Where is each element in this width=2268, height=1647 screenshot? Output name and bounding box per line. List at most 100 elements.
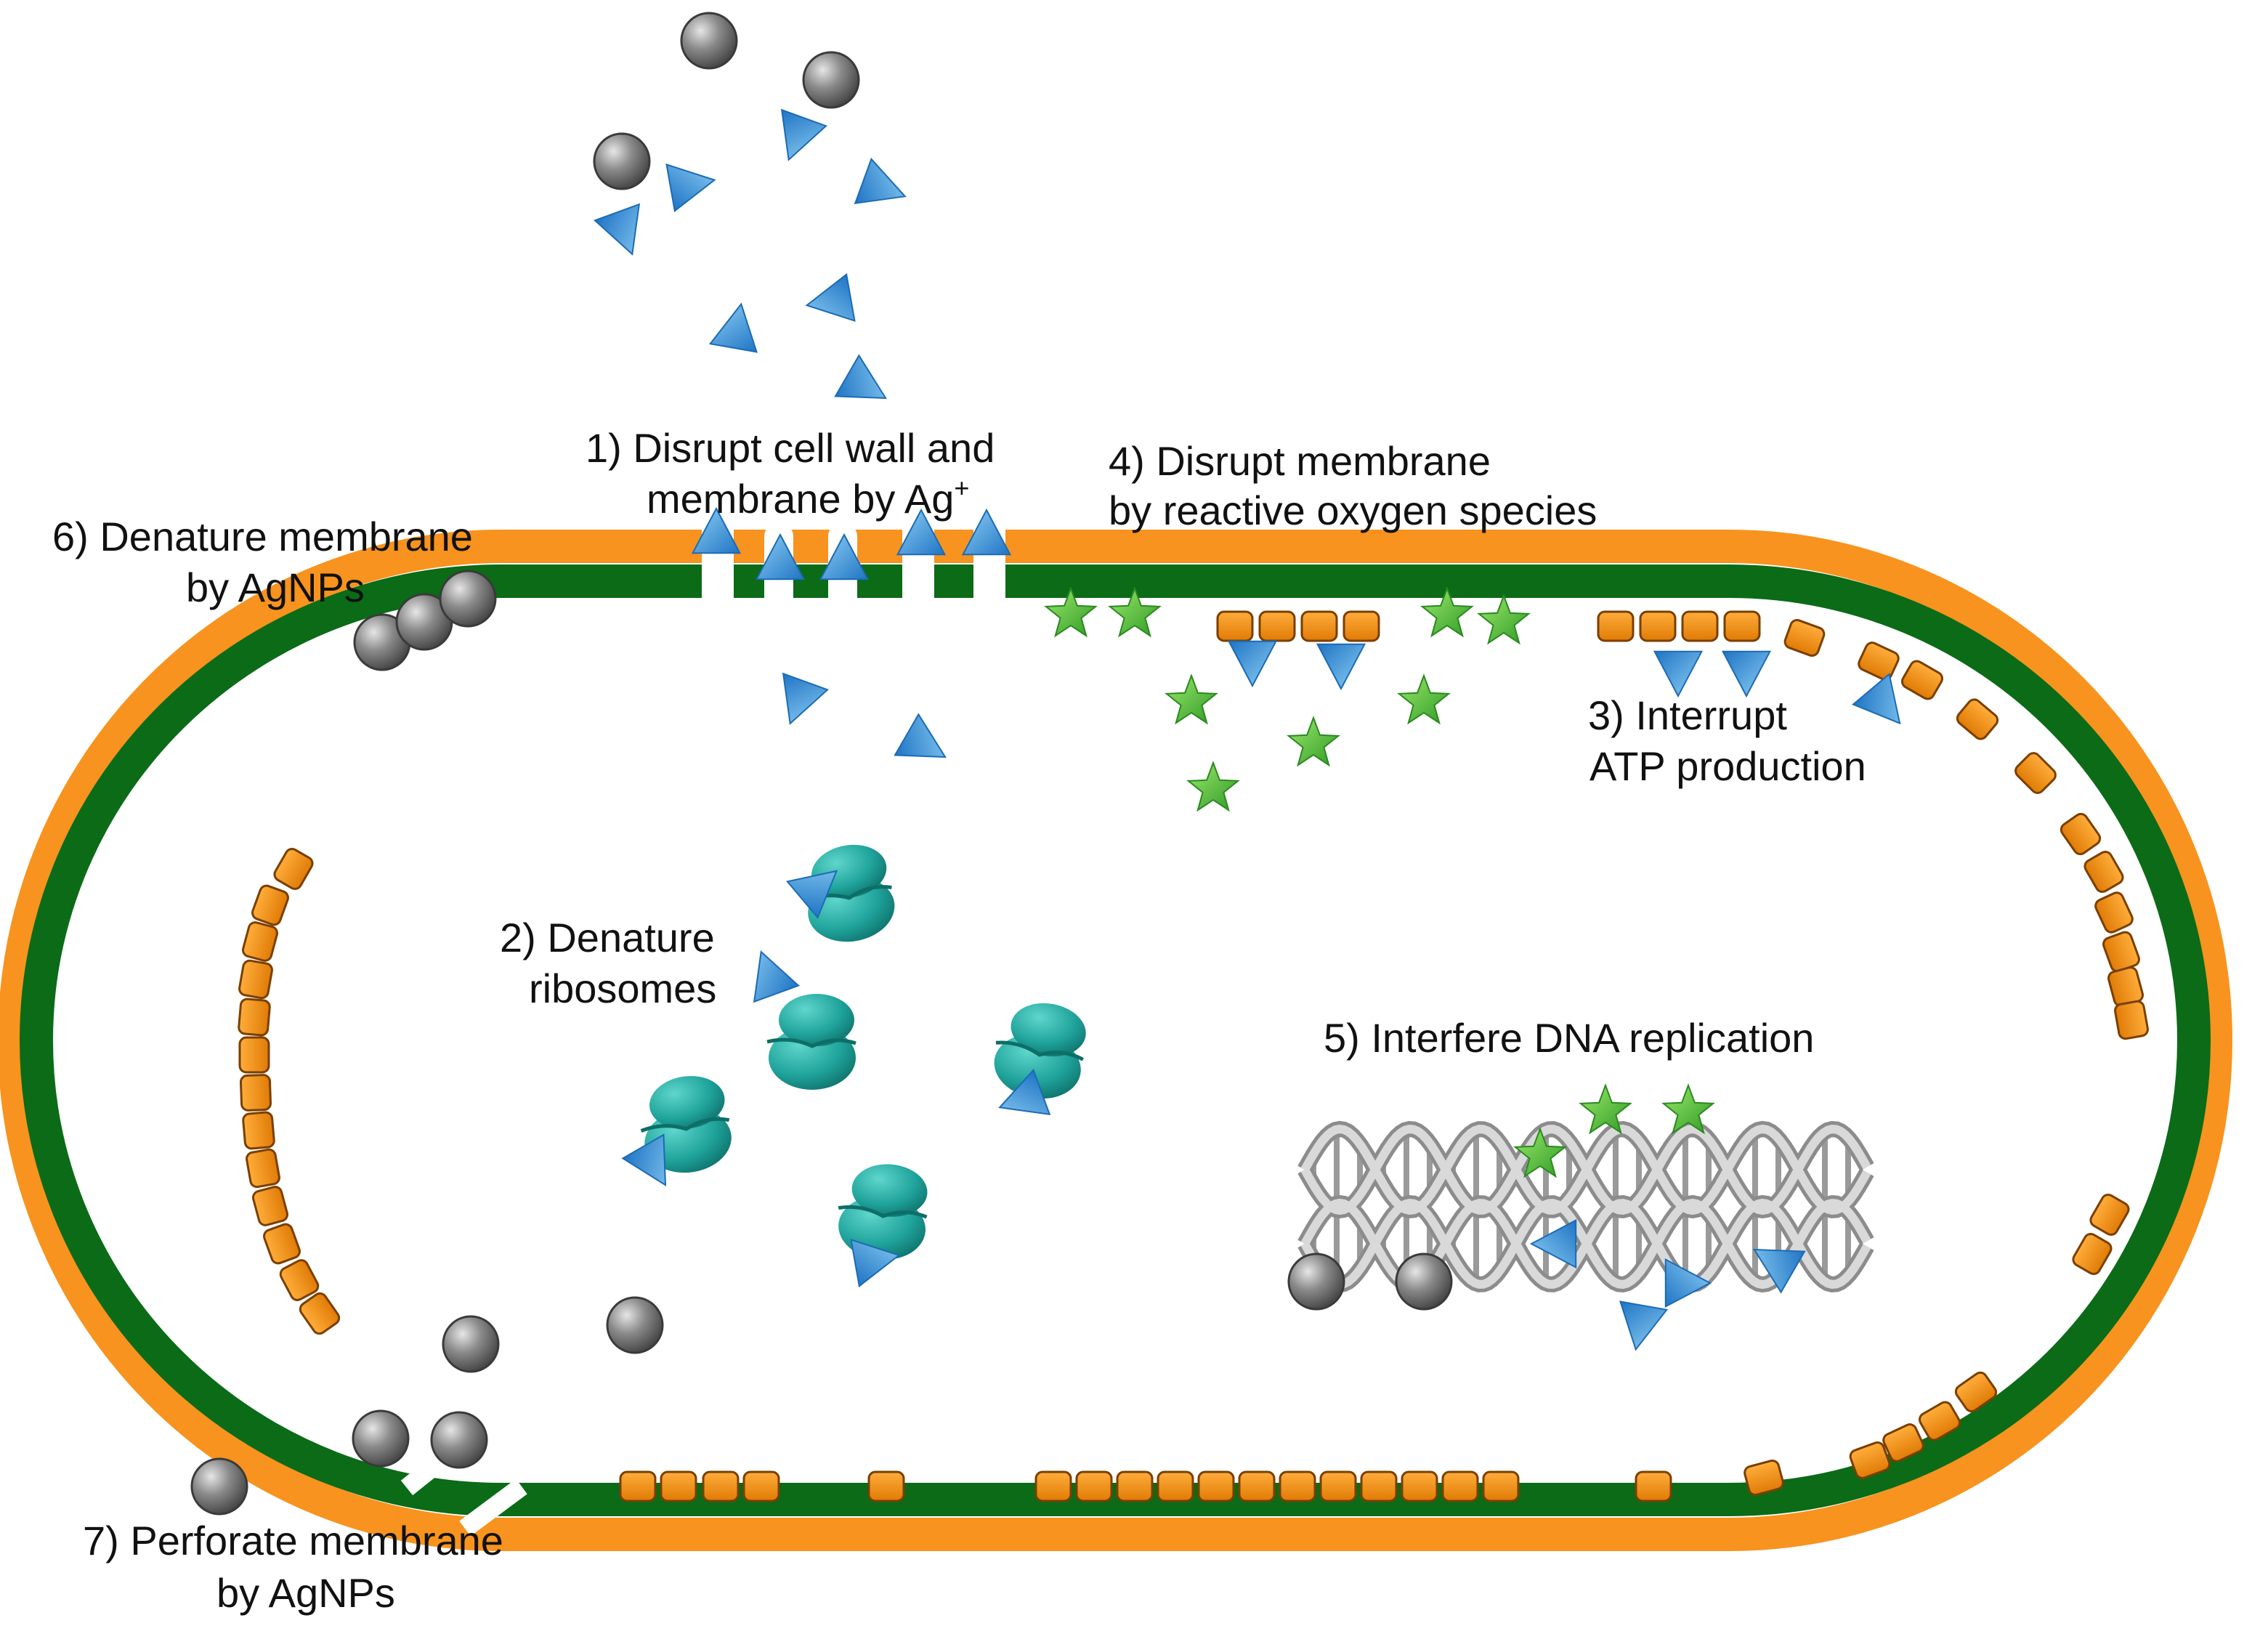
- agnp-sphere-icon: [190, 1457, 248, 1516]
- atp-complex-block-icon: [2014, 752, 2057, 794]
- ag-ion-triangle-icon: [786, 870, 838, 919]
- atp-complex-block-icon: [2114, 1000, 2149, 1040]
- atp-complex-block-icon: [239, 1074, 272, 1112]
- label-3-line-2: ATP production: [1589, 743, 1866, 789]
- label-1-line-1: 1) Disrupt cell wall and: [586, 425, 995, 471]
- atp-complex-block-icon: [1360, 1470, 1398, 1502]
- atp-complex-block-icon: [251, 1186, 289, 1226]
- label-7-line-2: by AgNPs: [216, 1570, 395, 1616]
- atp-complex-block-icon: [2089, 1194, 2130, 1236]
- atp-complex-block-icon: [2060, 812, 2102, 856]
- atp-complex-block-icon: [1681, 610, 1719, 642]
- ag-ion-triangle-icon: [708, 302, 758, 353]
- ribosome-icon: [838, 1164, 928, 1260]
- ag-ion-triangle-icon: [594, 203, 641, 256]
- ag-ion-triangle-icon: [691, 506, 742, 554]
- atp-complex-block-icon: [660, 1470, 697, 1502]
- ros-star-icon: [1513, 1127, 1567, 1178]
- ag-ion-triangle-icon: [1852, 673, 1901, 725]
- agnp-sphere-icon: [680, 12, 738, 70]
- cell-envelope: [0, 530, 2232, 1551]
- atp-complex-block-icon: [1901, 660, 1943, 700]
- atp-complex-block-icon: [1258, 610, 1296, 642]
- atp-complex-block-icon: [1034, 1470, 1072, 1502]
- agnp-sphere-icon: [439, 570, 497, 628]
- atp-complex-block-icon: [251, 884, 289, 926]
- cell-membrane: [20, 564, 2211, 1516]
- ag-ion-triangle-icon: [894, 713, 947, 758]
- mechanism-labels: 1) Disrupt cell wall and membrane by Ag+…: [52, 425, 1866, 1616]
- ag-ion-triangle-icon: [1653, 650, 1704, 698]
- label-3-line-1: 3) Interrupt: [1588, 692, 1787, 738]
- ros-star-icon: [1661, 1083, 1715, 1135]
- atp-complex-block-icon: [1401, 1470, 1438, 1502]
- atp-complex-block-icon: [619, 1470, 657, 1502]
- atp-complex-block-icon: [1639, 610, 1677, 642]
- ros-star-icon: [1397, 673, 1451, 725]
- ribosome-icon: [640, 1076, 732, 1173]
- ag-ion-triangle-icon: [896, 508, 947, 556]
- agnp-sphere-icon: [1395, 1253, 1453, 1311]
- agnp-sphere-icon: [442, 1315, 500, 1373]
- membrane-perforation: [298, 1335, 527, 1537]
- agnp-sphere-icon: [802, 51, 860, 109]
- ag-ion-triangle-icon: [1721, 650, 1772, 698]
- label-2-line-1: 2) Denature: [500, 915, 715, 960]
- ag-ion-triangle-icon: [1316, 643, 1366, 691]
- atp-complex-block-icon: [1197, 1470, 1235, 1502]
- atp-complex-block-icon: [1954, 1371, 1998, 1413]
- atp-complex-block-icon: [1919, 1401, 1961, 1441]
- atp-complex-block-icon: [1635, 1470, 1672, 1502]
- label-1-superscript: +: [954, 473, 969, 503]
- agnp-sphere-icon: [606, 1296, 664, 1354]
- ag-ion-triangle-icon: [1619, 1300, 1669, 1351]
- ag-ion-triangle-icon: [621, 1133, 667, 1187]
- atp-complex-block-icon: [1157, 1470, 1194, 1502]
- ribosome-icon: [994, 1003, 1086, 1099]
- atp-complex-block-icon: [1956, 698, 1999, 740]
- label-4-line-1: 4) Disrupt membrane: [1109, 438, 1491, 484]
- ag-ion-triangle-icon: [1529, 1218, 1577, 1269]
- label-1-line-2: membrane by Ag+: [647, 473, 969, 522]
- atp-complex-block-icon: [238, 959, 273, 1000]
- ribosome-icon: [766, 994, 856, 1090]
- atp-complex-block-icon: [299, 1292, 341, 1335]
- agnp-sphere-icon: [352, 1409, 410, 1468]
- label-6-line-1: 6) Denature membrane: [52, 514, 473, 559]
- ribosome-icon: [803, 844, 895, 942]
- atp-complex-block-icon: [1441, 1470, 1479, 1502]
- label-4-line-2: by reactive oxygen species: [1109, 487, 1597, 533]
- ros-star-icon: [1477, 594, 1531, 645]
- atp-complex-block-icon: [1783, 619, 1826, 657]
- ag-ion-triangle-icon: [780, 108, 827, 161]
- atp-complex-block-icon: [1216, 610, 1254, 642]
- ag-ion-triangle-icon: [961, 508, 1012, 556]
- ag-ion-triangle-icon: [850, 1239, 901, 1288]
- atp-complex-block-icon: [1075, 1470, 1113, 1502]
- atp-complex-block-icon: [1723, 610, 1761, 642]
- ros-star-icon: [1108, 586, 1162, 638]
- reactive-oxygen-species: [1044, 586, 1715, 1178]
- agnp-sphere-icon: [593, 132, 651, 190]
- ag-ion-triangle-icon: [854, 158, 907, 205]
- ros-star-icon: [1287, 716, 1340, 767]
- ag-ion-triangle-icon: [753, 950, 800, 1003]
- ros-star-icon: [1579, 1083, 1632, 1135]
- ros-star-icon: [1186, 761, 1240, 812]
- ag-ion-triangle-icon: [755, 533, 806, 580]
- atp-complex-block-icon: [238, 1036, 270, 1074]
- ag-ion-triangle-icon: [1664, 1258, 1712, 1308]
- ag-ion-triangle-icon: [805, 272, 856, 322]
- label-2-line-2: ribosomes: [529, 966, 716, 1011]
- atp-complex-block-icon: [1238, 1470, 1276, 1502]
- label-7-line-1: 7) Perforate membrane: [83, 1518, 503, 1563]
- atp-complex-blocks: [238, 610, 2149, 1502]
- atp-complex-block-icon: [2102, 931, 2140, 973]
- atp-complex-block-icon: [279, 1259, 320, 1301]
- atp-complex-block-icon: [1849, 1441, 1891, 1479]
- label-5-line-1: 5) Interfere DNA replication: [1324, 1015, 1814, 1061]
- agnp-sphere-icon: [430, 1411, 488, 1469]
- silver-ions: [594, 108, 1901, 1351]
- atp-complex-block-icon: [1279, 1470, 1316, 1502]
